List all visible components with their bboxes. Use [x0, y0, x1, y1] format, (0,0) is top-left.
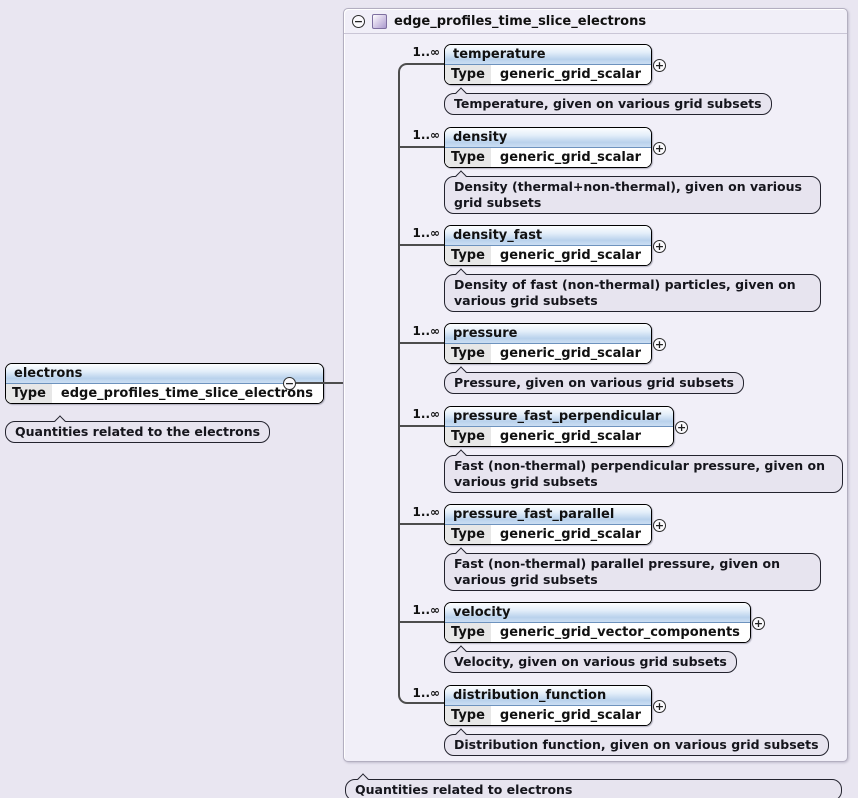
- element-box-pressure[interactable]: pressure Type generic_grid_scalar: [444, 323, 653, 364]
- type-label: Type: [445, 525, 491, 544]
- element-box-density-fast[interactable]: density_fast Type generic_grid_scalar: [444, 225, 653, 266]
- annotation-text: Distribution function, given on various …: [454, 737, 819, 752]
- branch-line: [398, 146, 444, 148]
- type-label: Type: [445, 623, 491, 642]
- annotation-text: Quantities related to electrons: [355, 782, 573, 797]
- annotation-bubble: Density of fast (non-thermal) particles,…: [444, 267, 821, 312]
- expand-icon[interactable]: +: [675, 421, 689, 434]
- connector-line: [296, 382, 355, 384]
- branch-line: [398, 621, 444, 623]
- element-name: density_fast: [445, 226, 652, 246]
- annotation-text: Density of fast (non-thermal) particles,…: [454, 277, 796, 308]
- schema-child-distribution-function: 1..∞ distribution_function Type generic_…: [413, 684, 829, 756]
- annotation-bubble: Distribution function, given on various …: [444, 727, 829, 756]
- annotation-text: Fast (non-thermal) perpendicular pressur…: [454, 458, 826, 489]
- element-name: pressure: [445, 324, 652, 344]
- branch-line: [398, 342, 444, 344]
- annotation-text: Pressure, given on various grid subsets: [454, 375, 734, 390]
- annotation-bubble: Fast (non-thermal) parallel pressure, gi…: [444, 546, 821, 591]
- collapse-icon-panel[interactable]: −: [352, 14, 365, 28]
- element-box-distribution-function[interactable]: distribution_function Type generic_grid_…: [444, 685, 653, 726]
- annotation-bubble: Velocity, given on various grid subsets: [444, 644, 737, 673]
- element-name: density: [445, 128, 652, 148]
- branch-line: [398, 425, 444, 427]
- element-box-velocity[interactable]: velocity Type generic_grid_vector_compon…: [444, 602, 751, 643]
- type-label: Type: [445, 344, 491, 363]
- panel-header: − edge_profiles_time_slice_electrons: [344, 9, 847, 34]
- type-value: generic_grid_scalar: [490, 148, 652, 167]
- expand-icon[interactable]: +: [653, 59, 667, 72]
- type-label: Type: [6, 384, 52, 403]
- expand-icon[interactable]: +: [653, 700, 667, 713]
- type-value: generic_grid_vector_components: [490, 623, 750, 642]
- footer-annotation-bubble: Quantities related to electrons: [345, 772, 842, 798]
- annotation-text: Fast (non-thermal) parallel pressure, gi…: [454, 556, 780, 587]
- trunk-line: [398, 63, 444, 704]
- annotation-bubble-electrons: Quantities related to the electrons: [5, 414, 271, 443]
- multiplicity-label: 1..∞: [412, 603, 440, 617]
- element-name: pressure_fast_parallel: [445, 505, 652, 525]
- type-value: generic_grid_scalar: [490, 246, 652, 265]
- element-name: distribution_function: [445, 686, 652, 706]
- type-label: Type: [445, 148, 491, 167]
- element-box-pressure-fast-parallel[interactable]: pressure_fast_parallel Type generic_grid…: [444, 504, 653, 545]
- annotation-bubble: Fast (non-thermal) perpendicular pressur…: [444, 448, 843, 493]
- schema-child-pressure-fast-perpendicular: 1..∞ pressure_fast_perpendicular Type ge…: [413, 405, 843, 493]
- expand-icon[interactable]: +: [653, 338, 667, 351]
- type-value: edge_profiles_time_slice_electrons: [51, 384, 324, 403]
- type-value: generic_grid_scalar: [490, 65, 652, 84]
- schema-child-pressure-fast-parallel: 1..∞ pressure_fast_parallel Type generic…: [413, 503, 821, 591]
- expand-icon[interactable]: +: [653, 519, 667, 532]
- multiplicity-label: 1..∞: [412, 45, 440, 59]
- branch-line: [398, 244, 444, 246]
- annotation-bubble: Pressure, given on various grid subsets: [444, 365, 744, 394]
- element-name: temperature: [445, 45, 652, 65]
- expand-icon[interactable]: +: [653, 240, 667, 253]
- annotation-text: Quantities related to the electrons: [15, 424, 261, 439]
- multiplicity-label: 1..∞: [412, 128, 440, 142]
- schema-child-density: 1..∞ density Type generic_grid_scalar + …: [413, 126, 821, 214]
- schema-child-temperature: 1..∞ temperature Type generic_grid_scala…: [413, 43, 772, 115]
- expand-icon[interactable]: +: [751, 617, 765, 630]
- type-value: generic_grid_scalar: [490, 344, 652, 363]
- collapse-icon-electrons[interactable]: −: [283, 377, 296, 390]
- element-name: electrons: [6, 364, 324, 384]
- multiplicity-label: 1..∞: [412, 505, 440, 519]
- schema-child-pressure: 1..∞ pressure Type generic_grid_scalar +…: [413, 322, 744, 394]
- annotation-bubble: Density (thermal+non-thermal), given on …: [444, 169, 821, 214]
- annotation-text: Density (thermal+non-thermal), given on …: [454, 179, 802, 210]
- expand-icon[interactable]: +: [653, 142, 667, 155]
- element-box-density[interactable]: density Type generic_grid_scalar: [444, 127, 653, 168]
- annotation-text: Velocity, given on various grid subsets: [454, 654, 727, 669]
- annotation-bubble: Temperature, given on various grid subse…: [444, 86, 772, 115]
- schema-child-velocity: 1..∞ velocity Type generic_grid_vector_c…: [413, 601, 765, 673]
- complex-type-icon: [372, 13, 387, 29]
- element-box-temperature[interactable]: temperature Type generic_grid_scalar: [444, 44, 653, 85]
- multiplicity-label: 1..∞: [412, 324, 440, 338]
- element-box-electrons[interactable]: electrons Type edge_profiles_time_slice_…: [5, 363, 325, 404]
- element-box-pressure-fast-perpendicular[interactable]: pressure_fast_perpendicular Type generic…: [444, 406, 675, 447]
- panel-title: edge_profiles_time_slice_electrons: [394, 13, 647, 29]
- complex-type-panel: − edge_profiles_time_slice_electrons 1..…: [343, 8, 848, 762]
- element-name: pressure_fast_perpendicular: [445, 407, 674, 427]
- type-label: Type: [445, 246, 491, 265]
- type-value: generic_grid_scalar: [490, 706, 652, 725]
- type-value: generic_grid_scalar: [490, 427, 652, 446]
- schema-child-density-fast: 1..∞ density_fast Type generic_grid_scal…: [413, 224, 821, 312]
- multiplicity-label: 1..∞: [412, 686, 440, 700]
- type-label: Type: [445, 65, 491, 84]
- multiplicity-label: 1..∞: [412, 226, 440, 240]
- root-element-box[interactable]: electrons Type edge_profiles_time_slice_…: [5, 363, 325, 408]
- element-name: velocity: [445, 603, 750, 623]
- branch-line: [398, 523, 444, 525]
- type-label: Type: [445, 706, 491, 725]
- annotation-text: Temperature, given on various grid subse…: [454, 96, 762, 111]
- type-label: Type: [445, 427, 491, 446]
- multiplicity-label: 1..∞: [412, 407, 440, 421]
- type-value: generic_grid_scalar: [490, 525, 652, 544]
